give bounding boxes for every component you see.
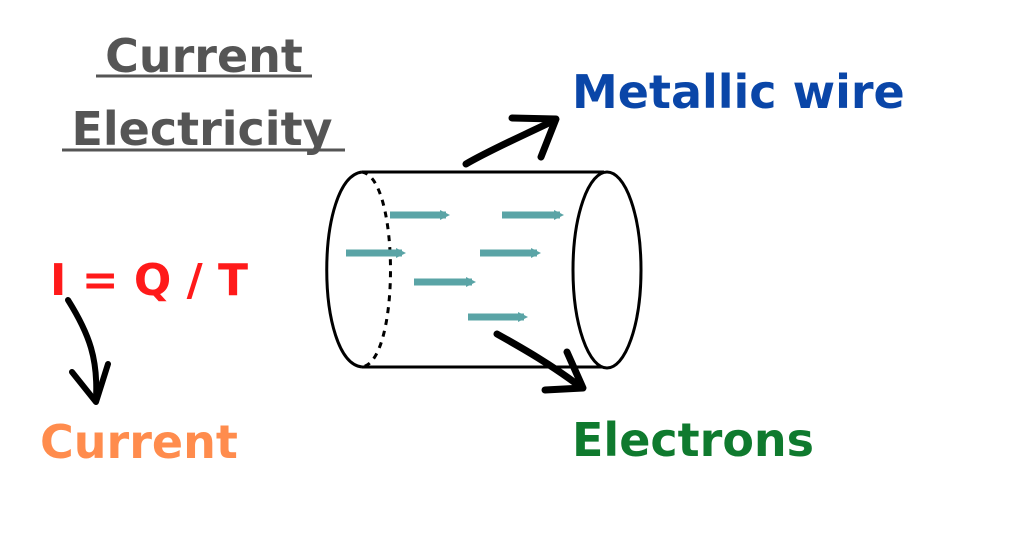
title-line-1: Current [105,29,303,83]
current-label: Current [40,415,238,469]
electron-arrows [346,210,564,322]
wire-pointer-arrowhead [508,114,560,161]
wire-cylinder [325,170,643,370]
electrons-label: Electrons [572,413,814,467]
electrons-pointer-arrow [493,330,586,392]
electrons-pointer-arrowhead [541,348,587,394]
title-line-2: Electricity [71,102,332,156]
cylinder-back-arc [325,170,363,369]
cylinder-hidden-arc [361,170,392,369]
current-pointer-arrowhead [69,361,111,405]
current-pointer-arrow [65,297,100,401]
metallic-wire-label: Metallic wire [572,65,905,119]
formula-text: I = Q / T [50,255,248,306]
cylinder-front-end [571,170,643,370]
wire-pointer-arrow [462,116,559,168]
